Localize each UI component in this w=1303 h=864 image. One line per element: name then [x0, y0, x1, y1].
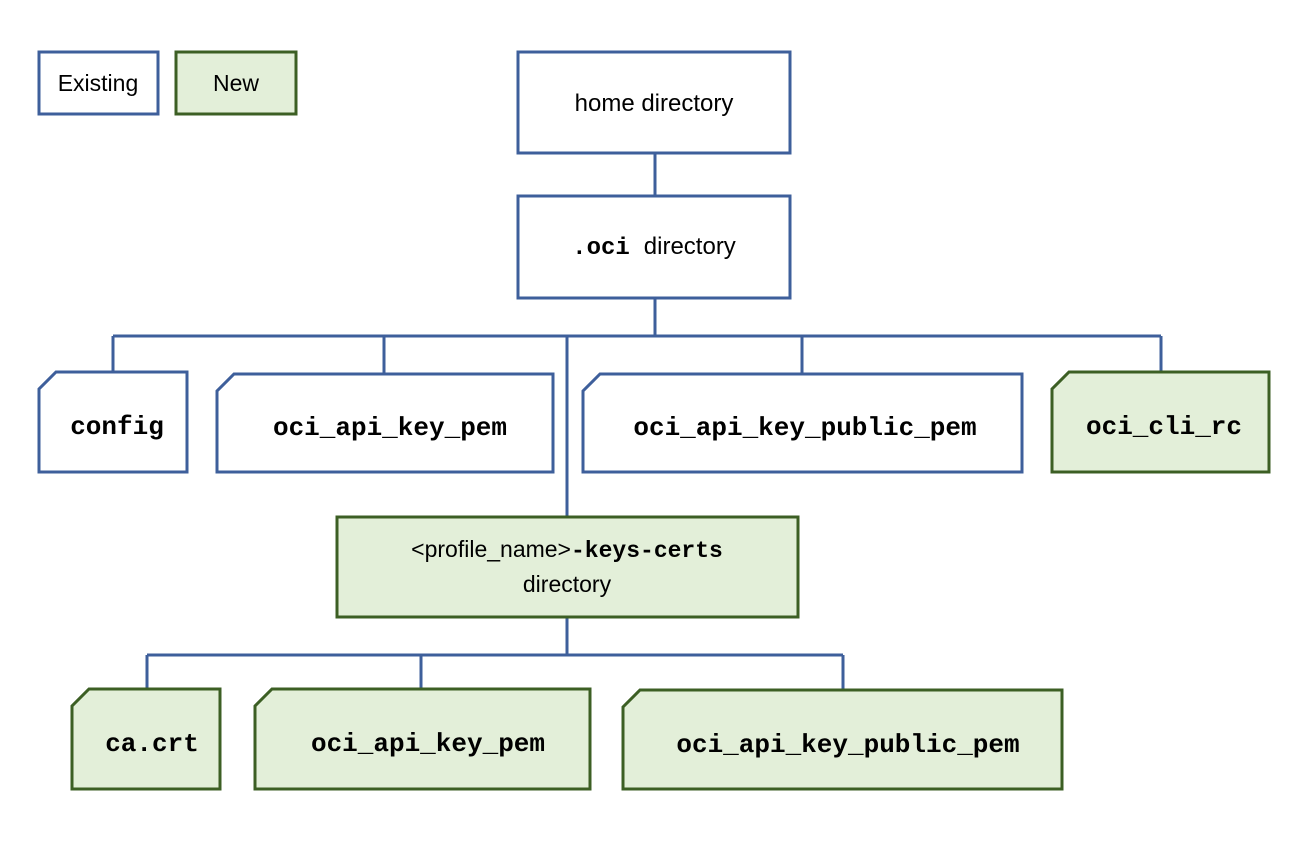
node-kc-oci-api-key-pem-label: oci_api_key_pem	[311, 729, 545, 759]
node-kc-oci-api-key-pem-file: oci_api_key_pem	[253, 687, 592, 791]
node-oci-api-key-public-pem-label: oci_api_key_public_pem	[633, 413, 976, 443]
node-oci-directory: .oci directory	[516, 194, 792, 300]
node-oci-cli-rc-label: oci_cli_rc	[1086, 412, 1242, 442]
node-oci-api-key-pem-label: oci_api_key_pem	[273, 413, 507, 443]
legend-existing-label: Existing	[58, 70, 139, 96]
node-ca-crt-file: ca.crt	[70, 687, 222, 791]
legend-new-label: New	[213, 70, 259, 96]
node-config-file: config	[37, 370, 189, 474]
node-keys-certs-text: directory	[523, 571, 612, 597]
legend-existing-swatch	[37, 50, 160, 116]
node-home-directory: home directory	[516, 50, 792, 155]
node-kc-oci-api-key-public-pem-label: oci_api_key_public_pem	[676, 730, 1019, 760]
node-oci-api-key-public-pem-file: oci_api_key_public_pem	[581, 372, 1024, 474]
node-oci-api-key-pem-file: oci_api_key_pem	[215, 372, 555, 474]
svg-text:<profile_name>-keys-certs: <profile_name>-keys-certs	[411, 536, 723, 564]
node-keys-certs-code: -keys-certs	[571, 538, 723, 564]
node-oci-cli-rc-file: oci_cli_rc	[1050, 370, 1271, 474]
node-keys-certs-directory: <profile_name>-keys-certs directory	[335, 515, 800, 619]
node-oci-directory-code: .oci	[572, 235, 630, 262]
node-ca-crt-label: ca.crt	[105, 729, 199, 759]
connector-lines	[111, 153, 1163, 690]
node-keys-certs-prefix: <profile_name>	[411, 536, 571, 562]
node-config-label: config	[70, 412, 164, 442]
legend-new-swatch	[174, 50, 298, 116]
node-oci-directory-text: directory	[644, 233, 736, 260]
legend: Existing New	[37, 50, 298, 116]
node-kc-oci-api-key-public-pem-file: oci_api_key_public_pem	[621, 688, 1064, 791]
node-home-directory-label: home directory	[575, 90, 734, 117]
